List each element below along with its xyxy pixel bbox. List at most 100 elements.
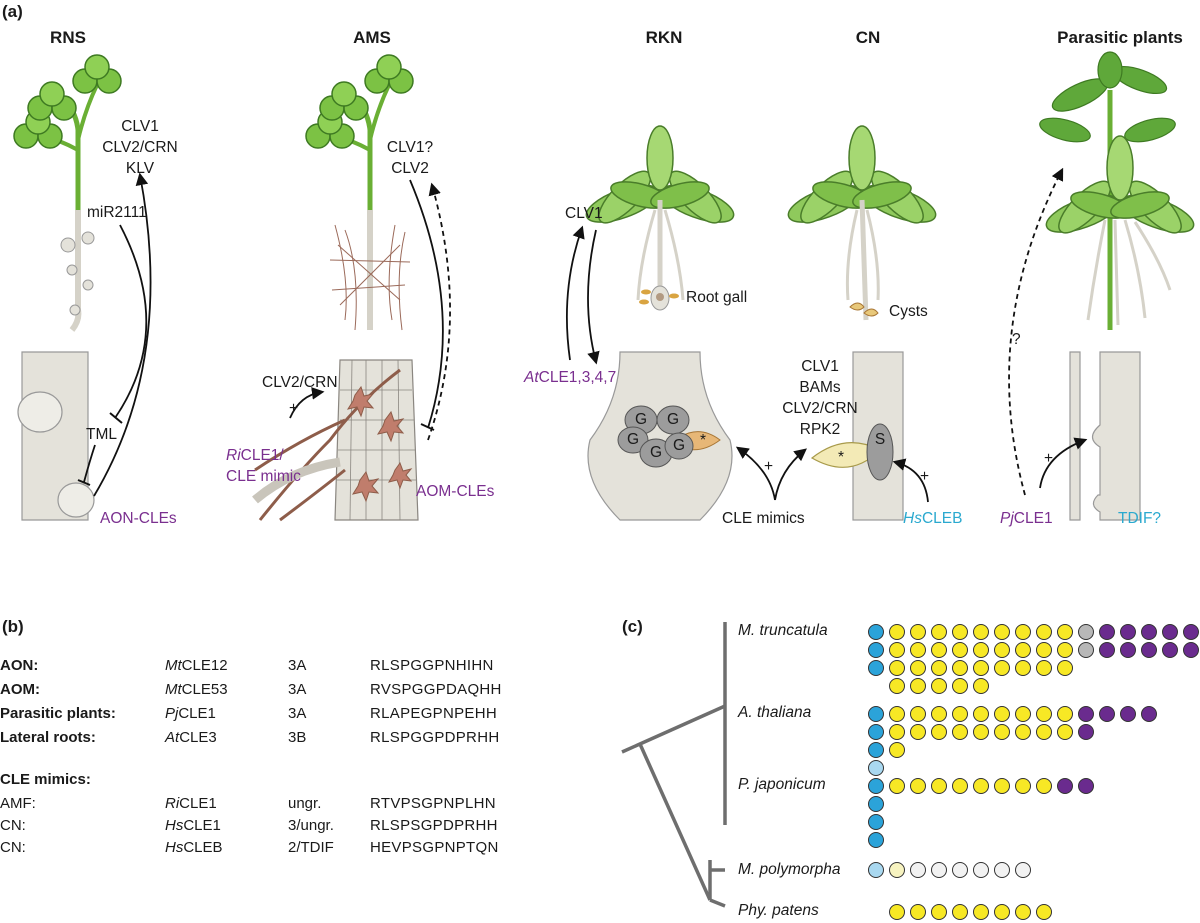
clade-dot-yellow — [1057, 624, 1073, 640]
rkn-clv1-label: CLV1 — [565, 205, 603, 222]
column-title-parasitic: Parasitic plants — [1057, 28, 1183, 47]
clade-dot-purple — [1183, 642, 1199, 658]
clade-dot-blue — [868, 624, 884, 640]
clade-dot-yellow — [931, 678, 947, 694]
clade-dot-yellow — [994, 724, 1010, 740]
clade-dot-yellow — [1015, 724, 1031, 740]
row-context: Parasitic plants: — [0, 705, 116, 722]
clade-dot-yellow — [973, 624, 989, 640]
clade-dot-yellow — [952, 706, 968, 722]
ams-aom-cles-label: AOM-CLEs — [416, 483, 495, 500]
clade-dot-purple — [1120, 624, 1136, 640]
rkn-giant-cell-g1: G — [634, 411, 648, 428]
clade-dot-yellow — [1015, 660, 1031, 676]
cn-plus-right: + — [920, 468, 930, 485]
clade-dot-blue — [868, 742, 884, 758]
clade-dot-yellow — [931, 904, 947, 920]
clade-dot-yellow — [1057, 706, 1073, 722]
clade-dot-yellow — [1036, 642, 1052, 658]
clade-dot-purple — [1120, 706, 1136, 722]
ams-root-closeup — [252, 359, 419, 522]
clade-dot-yellow — [889, 904, 905, 920]
species-label-phy-patens: Phy. patens — [738, 902, 819, 919]
row-context: CN: — [0, 839, 26, 856]
phylogenetic-tree — [621, 622, 727, 908]
rns-aon-arrow — [93, 172, 152, 497]
clade-dot-yellow — [910, 706, 926, 722]
clade-dot-yellow — [1057, 724, 1073, 740]
clade-dot-yellow — [910, 724, 926, 740]
species-label-a-thaliana: A. thaliana — [738, 704, 812, 721]
clade-dot-yellow — [994, 778, 1010, 794]
clade-dot-yellow — [910, 642, 926, 658]
clade-dot-yellow — [973, 660, 989, 676]
parasitic-haustorium-closeup — [1069, 351, 1141, 521]
clade-dot-yellow — [910, 904, 926, 920]
panel-c-letter: (c) — [622, 617, 643, 636]
row-group: ungr. — [288, 795, 322, 812]
parasitic-dashed-arrow — [1008, 167, 1064, 496]
clade-dot-yellow — [889, 678, 905, 694]
clade-dot-yellow — [931, 724, 947, 740]
cle-mimics-header: CLE mimics: — [0, 771, 91, 788]
rkn-giant-cell-g2: G — [666, 411, 680, 428]
clade-dot-yellow — [889, 642, 905, 658]
species-label-m-truncatula: M. truncatula — [738, 622, 828, 639]
clade-dot-white — [1015, 862, 1031, 878]
row-gene: PjCLE1 — [165, 705, 216, 722]
cn-hscleb-label: HsCLEB — [903, 510, 963, 527]
ams-cle-mimic-label: CLE mimic — [226, 468, 301, 485]
clade-dot-purple — [1141, 642, 1157, 658]
rns-root-closeup — [17, 351, 95, 521]
clade-dot-blue — [868, 706, 884, 722]
clade-dot-yellow — [889, 660, 905, 676]
clade-dot-white — [952, 862, 968, 878]
clade-dot-blue — [868, 778, 884, 794]
clade-dot-yellow — [1057, 642, 1073, 658]
clade-dot-purple — [1141, 706, 1157, 722]
rns-tml-label: TML — [86, 426, 117, 443]
clade-dot-yellow — [952, 660, 968, 676]
clade-dot-blue — [868, 660, 884, 676]
row-group: 3B — [288, 729, 307, 746]
rkn-root-gall-label: Root gall — [686, 289, 748, 306]
ams-ricle1-label: RiCLE1/ — [226, 447, 284, 464]
clade-dot-purple — [1099, 624, 1115, 640]
clade-dot-yellow — [1036, 724, 1052, 740]
row-context: AON: — [0, 657, 39, 674]
row-context: Lateral roots: — [0, 729, 96, 746]
clade-dot-yellow — [994, 660, 1010, 676]
ams-plant — [305, 54, 414, 331]
clade-dot-yellow — [889, 706, 905, 722]
parasitic-plant — [1039, 51, 1199, 330]
clade-dot-gray — [1078, 642, 1094, 658]
row-group: 3A — [288, 681, 307, 698]
rns-mir2111-label: miR2111 — [87, 204, 147, 221]
panel-b-letter: (b) — [2, 617, 24, 636]
clade-dot-yellow — [1036, 706, 1052, 722]
row-sequence: RLSPGGPNHIHN — [370, 657, 494, 674]
clade-dot-purple — [1162, 624, 1178, 640]
clade-dot-blue — [868, 642, 884, 658]
row-sequence: HEVPSGPNPTQN — [370, 839, 499, 856]
row-group: 3/ungr. — [288, 817, 334, 834]
clade-dot-yellow — [1015, 706, 1031, 722]
row-context: CN: — [0, 817, 26, 834]
rns-receptor-klv: KLV — [125, 160, 155, 177]
row-group: 3A — [288, 705, 307, 722]
rns-mir2111-inhibit — [114, 224, 148, 419]
clade-dot-light-blue — [868, 862, 884, 878]
row-gene: MtCLE12 — [165, 657, 228, 674]
species-label-m-polymorpha: M. polymorpha — [738, 861, 841, 878]
cn-receptor-clv2crn: CLV2/CRN — [782, 400, 858, 417]
rns-receptor-clv2crn: CLV2/CRN — [102, 139, 178, 156]
clade-dot-yellow — [931, 778, 947, 794]
clade-dot-yellow — [1036, 624, 1052, 640]
clade-dot-yellow — [952, 904, 968, 920]
clade-dot-purple — [1099, 706, 1115, 722]
clade-dot-purple — [1078, 778, 1094, 794]
row-gene: MtCLE53 — [165, 681, 228, 698]
cn-nematode-star: * — [838, 449, 845, 466]
rkn-giant-cell-g4: G — [649, 444, 663, 461]
panel-a-letter: (a) — [2, 2, 23, 21]
